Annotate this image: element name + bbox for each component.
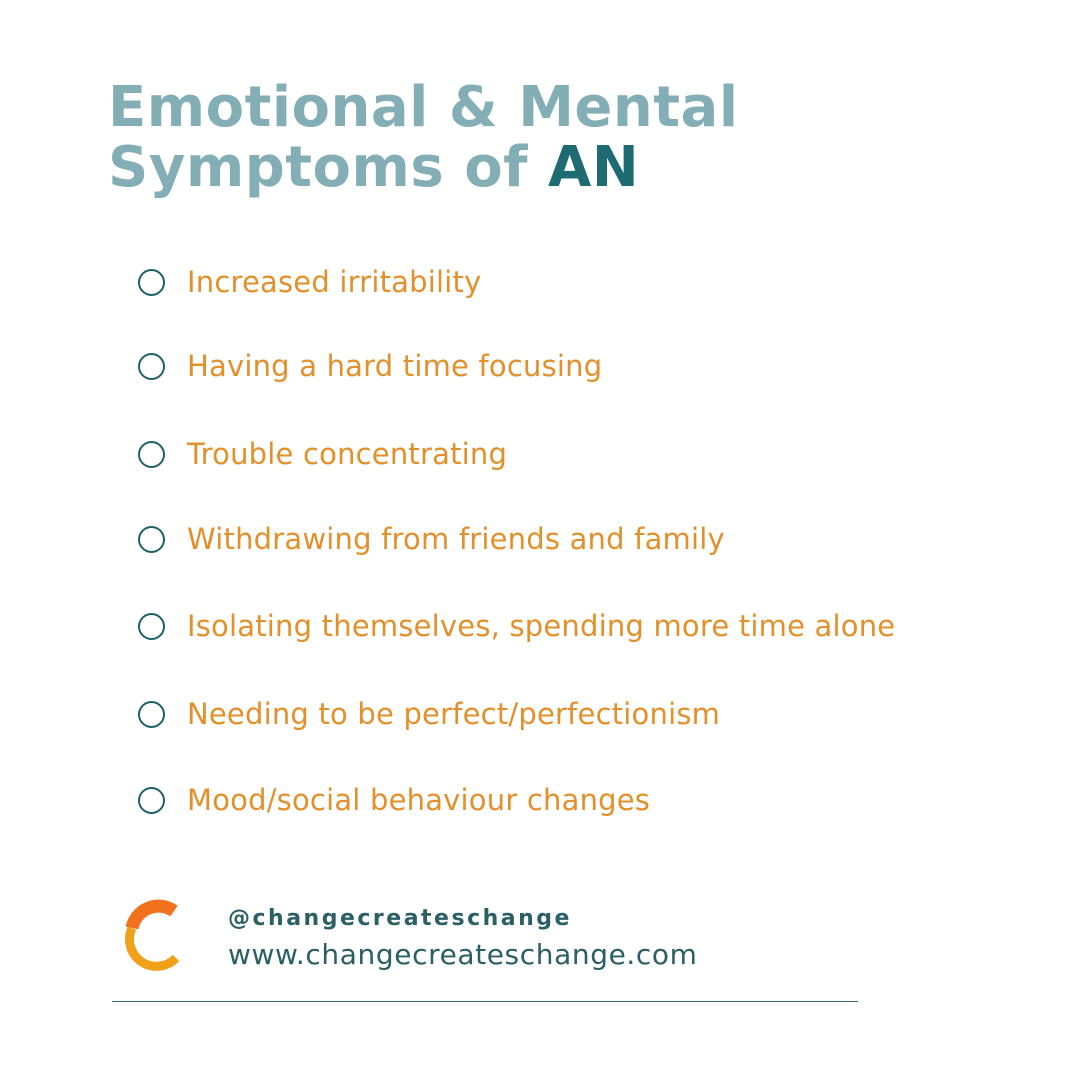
symptom-label: Withdrawing from friends and family (187, 522, 725, 556)
symptom-item: Having a hard time focusing (138, 346, 602, 386)
symptom-item: Isolating themselves, spending more time… (138, 606, 895, 646)
title-accent: AN (548, 135, 640, 200)
symptom-item: Withdrawing from friends and family (138, 519, 725, 559)
circle-bullet-icon (138, 268, 165, 296)
title-line-2-prefix: Symptoms of (108, 135, 549, 200)
footer-divider (112, 1001, 858, 1002)
symptom-label: Isolating themselves, spending more time… (187, 609, 896, 643)
circle-bullet-icon (138, 525, 165, 553)
circle-bullet-icon (138, 786, 165, 814)
symptom-item: Increased irritability (138, 262, 481, 302)
title-line-2: Symptoms of AN (108, 138, 739, 198)
c-logo-icon (125, 899, 180, 971)
symptom-label: Mood/social behaviour changes (187, 783, 651, 817)
page-title: Emotional & Mental Symptoms of AN (108, 78, 739, 198)
symptom-label: Trouble concentrating (187, 437, 508, 471)
symptom-label: Having a hard time focusing (187, 349, 603, 383)
circle-bullet-icon (138, 612, 165, 640)
website-link[interactable]: www.changecreateschange.com (228, 938, 698, 971)
circle-bullet-icon (138, 700, 165, 728)
social-handle: @changecreateschange (228, 906, 572, 931)
symptom-label: Needing to be perfect/perfectionism (187, 697, 721, 731)
symptom-item: Trouble concentrating (138, 434, 507, 474)
symptom-item: Mood/social behaviour changes (138, 780, 650, 820)
circle-bullet-icon (138, 352, 165, 380)
title-line-1: Emotional & Mental (108, 75, 739, 140)
symptom-label: Increased irritability (187, 265, 482, 299)
circle-bullet-icon (138, 440, 165, 468)
symptom-item: Needing to be perfect/perfectionism (138, 694, 720, 734)
